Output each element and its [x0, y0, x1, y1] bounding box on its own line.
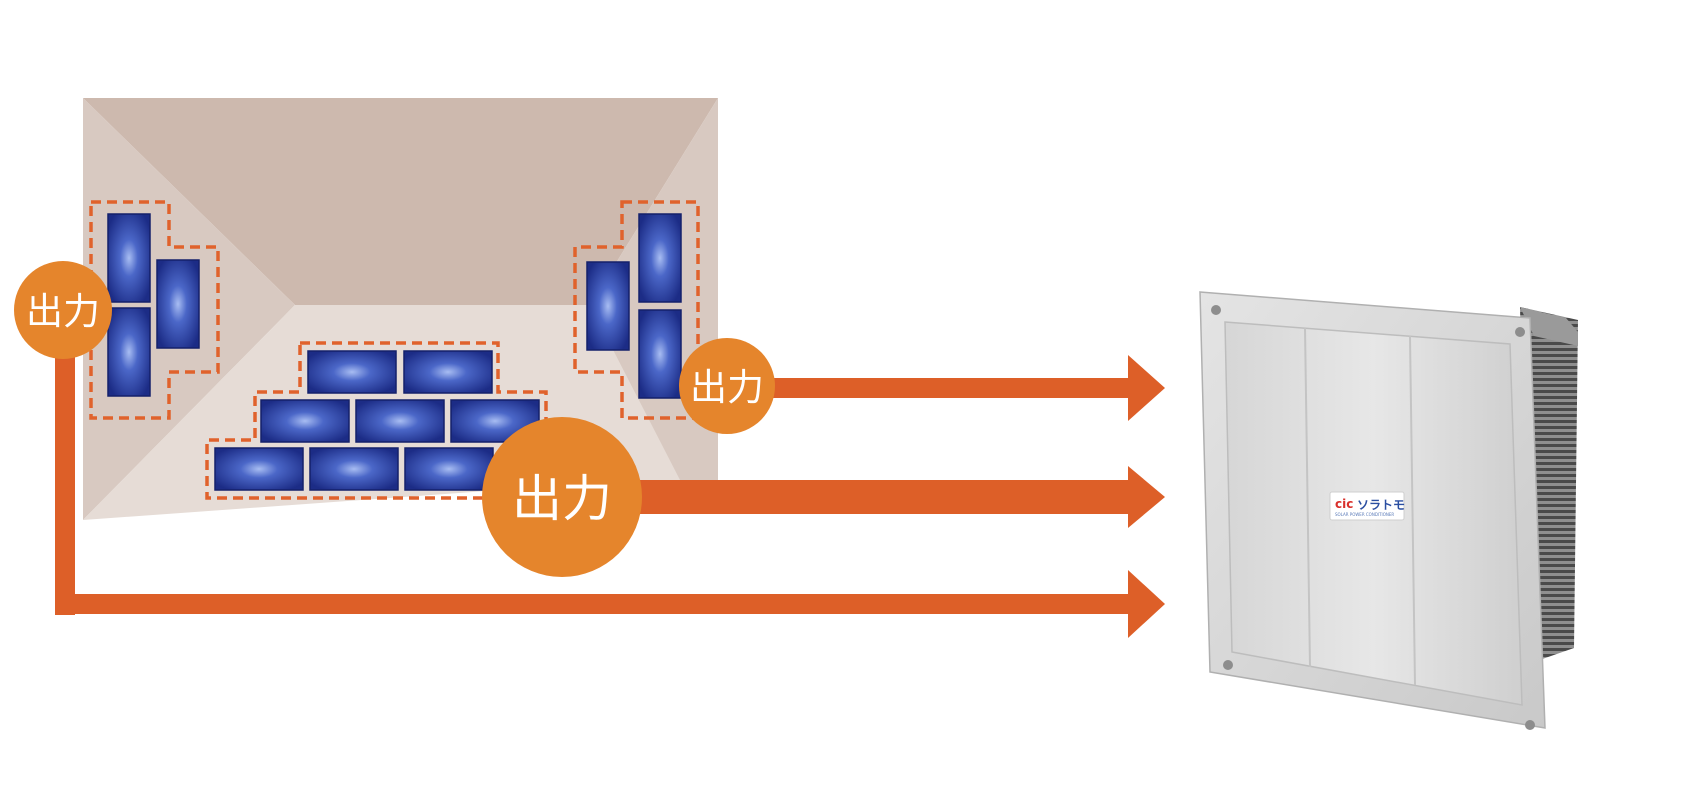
output-badge-right: 出力	[679, 338, 775, 434]
solar-panel	[107, 213, 151, 303]
arrow-right-head-icon	[1128, 355, 1165, 421]
solar-panel	[355, 399, 445, 443]
panel-group-left	[89, 200, 220, 420]
solar-panel	[586, 261, 630, 351]
device-brand-name: ソラトモ	[1357, 498, 1405, 512]
solar-panel	[307, 350, 397, 394]
arrow-left-horizontal-shaft	[55, 594, 1132, 614]
device-brand-label: cic ソラトモ SOLAR POWER CONDITIONER	[1329, 491, 1405, 521]
solar-panel	[214, 447, 304, 491]
output-badge-center-label: 出力	[512, 470, 612, 528]
arrow-right-shaft	[720, 378, 1132, 398]
output-badge-left-label: 出力	[26, 290, 100, 333]
solar-panel	[638, 213, 682, 303]
output-badge-right-circle	[679, 338, 775, 434]
arrow-center-shaft	[620, 480, 1132, 514]
device-brand-logo: cic	[1335, 497, 1353, 511]
solar-panel	[309, 447, 399, 491]
device-lid-seam	[1409, 335, 1416, 686]
solar-panel	[156, 259, 200, 349]
arrow-left-head-icon	[1128, 570, 1165, 638]
power-conditioner: cic ソラトモ SOLAR POWER CONDITIONER	[1199, 291, 1578, 730]
device-screw	[1223, 660, 1233, 670]
panel-group-right	[573, 200, 700, 420]
solar-panel	[260, 399, 350, 443]
device-brand-plate	[1329, 491, 1405, 521]
device-screw	[1525, 720, 1535, 730]
output-badge-center-circle	[482, 417, 642, 577]
device-lid-seam	[1304, 327, 1311, 668]
device-screw	[1211, 305, 1221, 315]
roof-top-face	[83, 98, 718, 305]
panel-group-center	[205, 341, 548, 500]
device-screw	[1515, 327, 1525, 337]
solar-panel	[638, 309, 682, 399]
arrow-center-head-icon	[1128, 466, 1165, 528]
arrow-right-group	[720, 355, 1165, 421]
output-badge-right-label: 出力	[690, 366, 764, 409]
arrow-left-vertical-shaft	[55, 340, 75, 615]
arrow-left-group	[55, 340, 1165, 638]
solar-panel	[403, 350, 493, 394]
panel-group-right-outline	[573, 200, 700, 420]
solar-panel	[107, 307, 151, 397]
output-badge-left-circle	[14, 261, 112, 359]
device-right-side	[1520, 307, 1578, 346]
panel-group-center-outline	[205, 341, 548, 500]
arrow-center-group	[620, 466, 1165, 528]
solar-panel	[404, 447, 494, 491]
output-badge-center: 出力	[482, 417, 642, 577]
panel-group-left-outline	[89, 200, 220, 420]
device-brand-sub: SOLAR POWER CONDITIONER	[1335, 512, 1394, 517]
output-badge-left: 出力	[14, 261, 112, 359]
